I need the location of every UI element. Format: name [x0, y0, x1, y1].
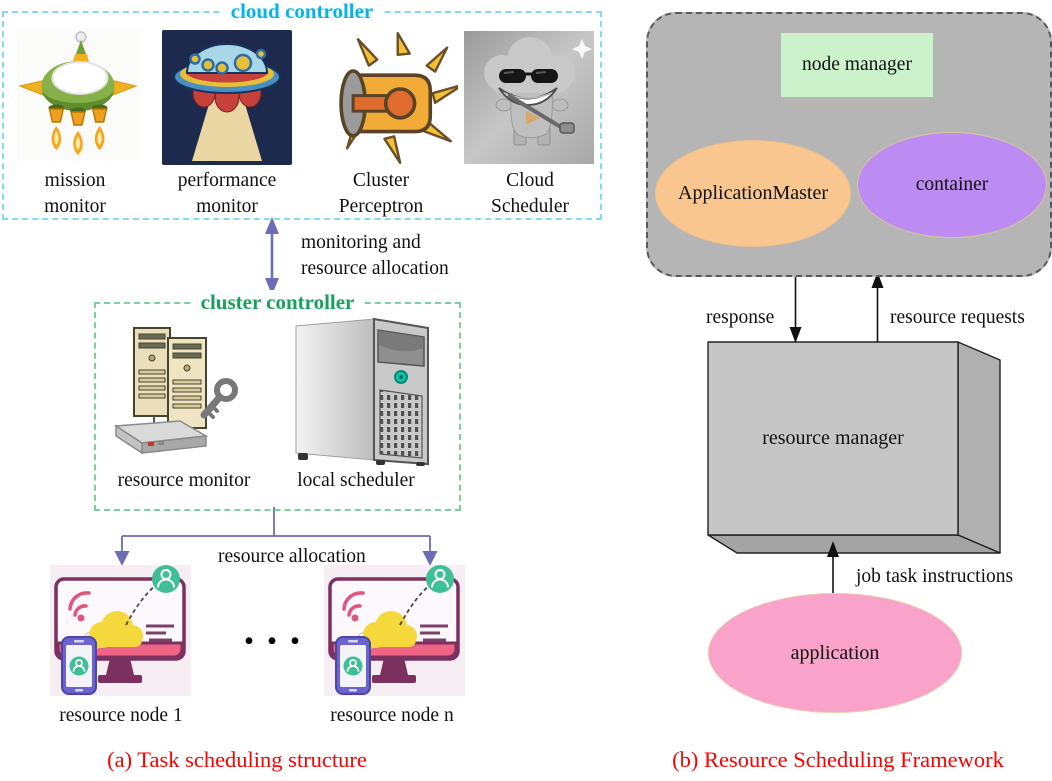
cloud-controller-box: cloud controller — [2, 0, 602, 220]
tower-server-icon — [295, 317, 429, 466]
local-scheduler-label: local scheduler — [297, 470, 415, 491]
cluster-perceptron-label: Cluster Perceptron — [338, 170, 424, 217]
job-instructions-arrow — [827, 541, 839, 593]
resource-node-1-label: resource node 1 — [59, 705, 183, 726]
cloud-character-icon — [464, 31, 594, 164]
application-ellipse: application — [708, 593, 962, 713]
monitoring-link-label: monitoring and resource allocation — [301, 232, 449, 279]
resource-manager-box — [707, 341, 1001, 554]
panel-b-caption: (b) Resource Scheduling Framework — [672, 747, 1004, 772]
cloud-controller-title: cloud controller — [222, 0, 382, 24]
workstation-icon — [324, 565, 465, 696]
resource-allocation-label: resource allocation — [218, 546, 366, 567]
resource-monitor-label: resource monitor — [117, 470, 251, 491]
resource-manager-label: resource manager — [762, 427, 904, 449]
cluster-controller-box: cluster controller — [94, 290, 461, 511]
satellite-icon — [323, 32, 458, 164]
node-manager-box: node manager — [781, 33, 933, 97]
bidirectional-arrow — [265, 217, 279, 295]
response-arrow — [789, 273, 802, 343]
server-towers-key-icon — [113, 327, 238, 455]
resource-requests-arrow — [871, 272, 884, 342]
response-label: response — [706, 307, 775, 328]
job-instructions-label: job task instructions — [856, 566, 1014, 587]
arrowhead-right-node — [422, 551, 438, 566]
cloud-scheduler-label: Cloud Scheduler — [491, 170, 569, 217]
resource-node-n-label: resource node n — [330, 705, 454, 726]
panel-a-caption: (a) Task scheduling structure — [107, 747, 367, 772]
ellipsis-dots: • • • — [244, 628, 304, 655]
ufo-icon — [162, 30, 292, 165]
arrowhead-left-node — [114, 551, 130, 566]
mission-monitor-icon — [16, 29, 140, 161]
workstation-icon — [50, 565, 191, 696]
application-master-ellipse: ApplicationMaster — [655, 140, 851, 247]
performance-monitor-label: performance monitor — [177, 170, 277, 217]
mission-monitor-label: mission monitor — [44, 170, 106, 217]
cluster-controller-title: cluster controller — [192, 290, 363, 315]
resource-requests-label: resource requests — [890, 307, 1025, 328]
split-arrow — [121, 507, 431, 552]
container-ellipse: container — [857, 132, 1047, 238]
